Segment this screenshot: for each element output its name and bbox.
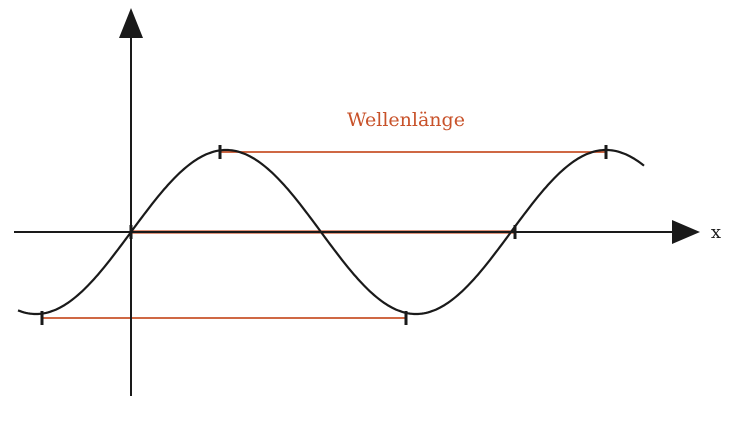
tick-marks: [40, 145, 608, 325]
wavelength-label: Wellenlänge: [347, 109, 465, 131]
y-axis-arrowhead: [119, 8, 143, 38]
sine-curve: [17, 148, 645, 316]
x-axis-label: x: [711, 222, 721, 243]
x-axis-arrowhead: [672, 220, 700, 244]
